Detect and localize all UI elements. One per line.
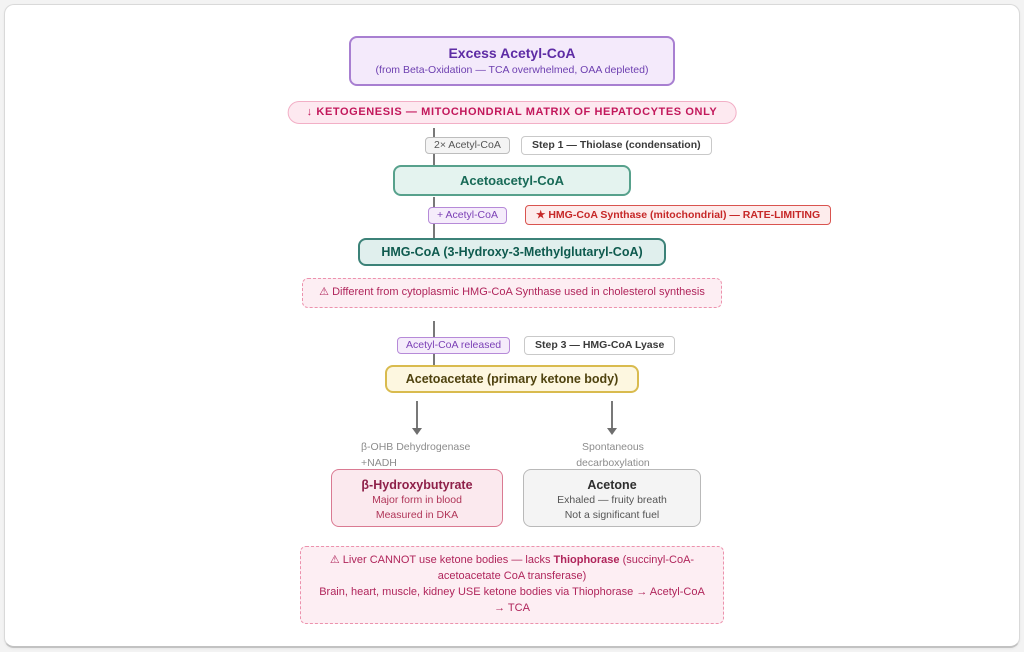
excess-title: Excess Acetyl-CoA	[448, 45, 576, 61]
bhb-title: β-Hydroxybutyrate	[361, 478, 473, 492]
warning-liver-bold: Thiophorase	[553, 554, 620, 566]
branch-label-right: Spontaneous decarboxylation	[553, 440, 673, 472]
substrate-chip-step3: Acetyl-CoA released	[397, 337, 511, 354]
warning-liver: ⚠ Liver CANNOT use ketone bodies — lacks…	[300, 546, 724, 624]
branch-label-left: β-OHB Dehydrogenase +NADH	[361, 440, 491, 472]
branch-right-line2: decarboxylation	[576, 456, 650, 469]
substrate-chip-step2: + Acetyl-CoA	[428, 207, 507, 224]
excess-subtitle: (from Beta-Oxidation — TCA overwhelmed, …	[375, 64, 649, 76]
ketogenesis-banner: ↓ KETOGENESIS — MITOCHONDRIAL MATRIX OF …	[287, 101, 737, 124]
warning-liver-part1: ⚠ Liver CANNOT use ketone bodies — lacks	[329, 554, 554, 566]
node-acetoacetyl-coa: Acetoacetyl-CoA	[393, 165, 631, 196]
branch-right-line1: Spontaneous	[582, 441, 644, 453]
acetone-line1: Exhaled — fruity breath	[557, 494, 667, 506]
excess-acetyl-coa-box: Excess Acetyl-CoA (from Beta-Oxidation —…	[349, 36, 675, 86]
enzyme-label-step1: Step 1 — Thiolase (condensation)	[521, 136, 712, 155]
acetone-title: Acetone	[587, 478, 637, 492]
warning-liver-part2: (succinyl-CoA-acetoacetate CoA transfera…	[437, 554, 695, 582]
branch-left-line2: +NADH	[361, 456, 397, 469]
branch-left-line1: β-OHB Dehydrogenase	[361, 441, 471, 453]
arrowhead-left-icon	[412, 428, 422, 435]
diagram-card: Excess Acetyl-CoA (from Beta-Oxidation —…	[4, 4, 1020, 648]
enzyme-label-step3: Step 3 — HMG-CoA Lyase	[524, 336, 676, 355]
warning-cytoplasmic: ⚠ Different from cytoplasmic HMG-CoA Syn…	[302, 278, 722, 308]
node-hmg-coa: HMG-CoA (3-Hydroxy-3-Methylglutaryl-CoA)	[358, 238, 666, 266]
acetone-line2: Not a significant fuel	[564, 509, 660, 522]
node-acetoacetate: Acetoacetate (primary ketone body)	[385, 365, 639, 393]
node-beta-hydroxybutyrate: β-Hydroxybutyrate Major form in blood Me…	[331, 469, 503, 527]
bhb-line1: Major form in blood	[372, 494, 462, 506]
arrow-branch-right	[611, 401, 613, 428]
enzyme-label-step2-rate-limiting: ★ HMG-CoA Synthase (mitochondrial) — RAT…	[525, 205, 832, 225]
arrow-branch-left	[416, 401, 418, 428]
bhb-line2: Measured in DKA	[375, 509, 459, 522]
arrowhead-right-icon	[607, 428, 617, 435]
warning-liver-line2: Brain, heart, muscle, kidney USE ketone …	[319, 585, 705, 614]
substrate-chip-step1: 2× Acetyl-CoA	[425, 137, 510, 154]
node-acetone: Acetone Exhaled — fruity breath Not a si…	[523, 469, 701, 527]
